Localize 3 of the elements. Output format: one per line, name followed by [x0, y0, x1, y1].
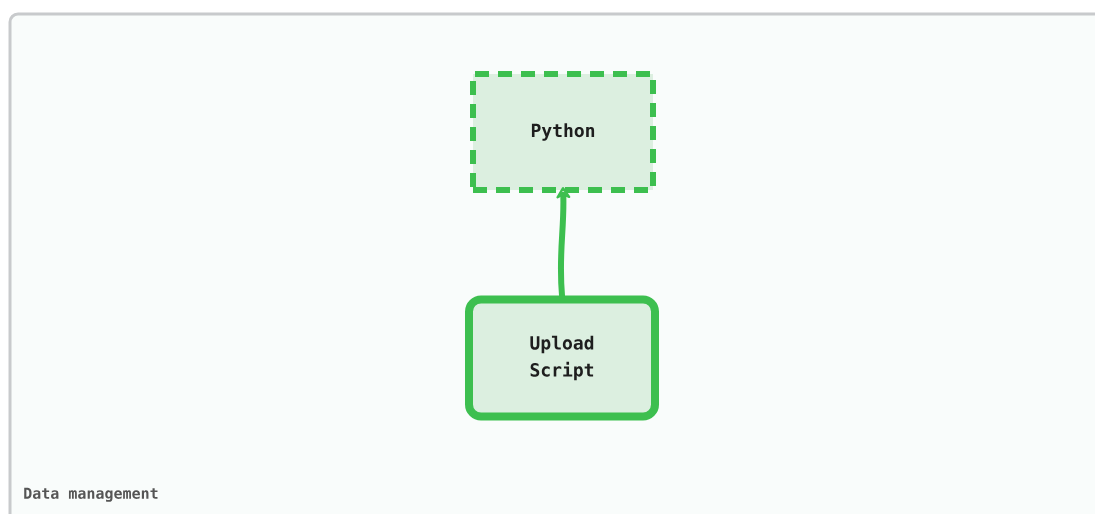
dashed-box: Python: [470, 71, 656, 193]
arrow: [556, 187, 571, 299]
process-box: Upload Script: [465, 295, 659, 421]
